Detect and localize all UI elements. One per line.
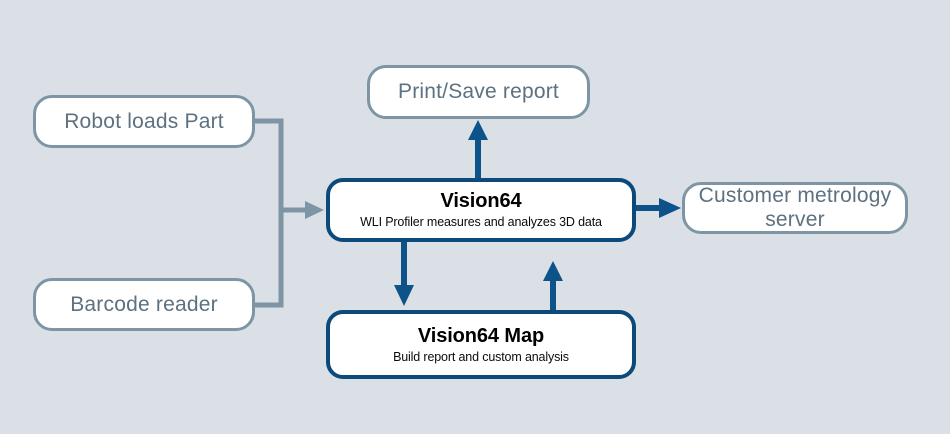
arrowhead-down-map bbox=[394, 285, 414, 306]
node-print-save-report-label: Print/Save report bbox=[398, 80, 559, 104]
node-robot-loads-part[interactable]: Robot loads Part bbox=[33, 95, 255, 148]
bracket-path bbox=[255, 118, 284, 308]
node-print-save-report[interactable]: Print/Save report bbox=[367, 65, 590, 119]
arrowhead-up-print bbox=[468, 120, 488, 140]
connector-map-to-vision64 bbox=[543, 261, 563, 310]
node-vision64[interactable]: Vision64 WLI Profiler measures and analy… bbox=[326, 178, 636, 242]
arrowhead-right-server bbox=[659, 198, 681, 218]
node-vision64-title: Vision64 bbox=[440, 190, 522, 213]
node-vision64-map[interactable]: Vision64 Map Build report and custom ana… bbox=[326, 310, 636, 379]
arrowhead-up-vision64 bbox=[543, 261, 563, 281]
node-vision64-subtitle: WLI Profiler measures and analyzes 3D da… bbox=[360, 215, 602, 230]
node-barcode-reader[interactable]: Barcode reader bbox=[33, 278, 255, 331]
node-customer-metrology-server-line1: Customer metrology bbox=[698, 184, 892, 208]
connector-vision64-to-customer-server bbox=[636, 198, 681, 218]
node-customer-metrology-server[interactable]: Customer metrology server bbox=[682, 182, 908, 234]
node-customer-metrology-server-label: Customer metrology server bbox=[699, 184, 892, 231]
node-robot-loads-part-label: Robot loads Part bbox=[64, 109, 224, 133]
node-vision64-map-subtitle: Build report and custom analysis bbox=[393, 349, 569, 364]
node-customer-metrology-server-line2: server bbox=[765, 208, 825, 231]
connector-vision64-to-map bbox=[394, 242, 414, 306]
connector-vision64-to-print-save bbox=[468, 120, 488, 178]
connector-inputs-to-vision64 bbox=[255, 118, 324, 308]
node-vision64-map-title: Vision64 Map bbox=[417, 324, 545, 347]
arrowhead-right-inputs bbox=[305, 201, 324, 219]
node-barcode-reader-label: Barcode reader bbox=[70, 292, 218, 316]
